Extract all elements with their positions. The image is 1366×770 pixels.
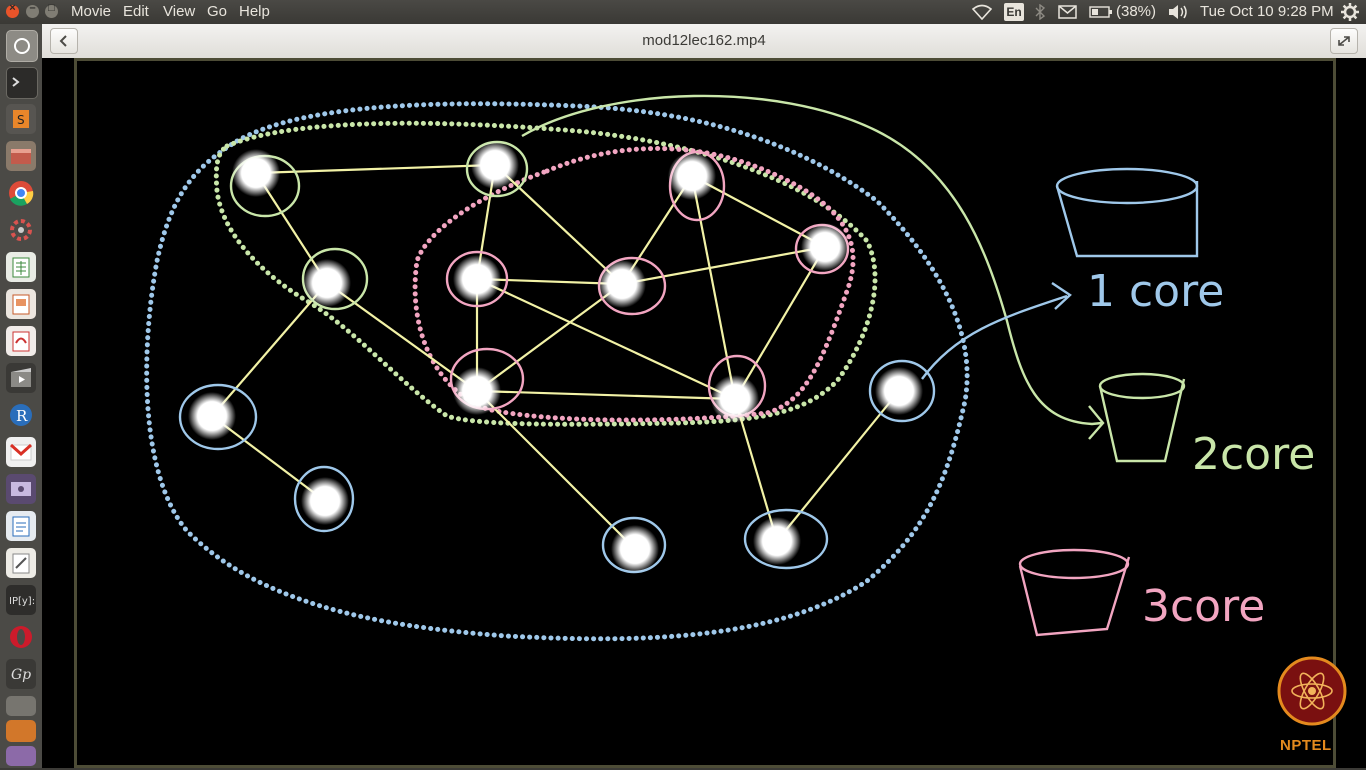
chrome-icon[interactable] [6,178,36,208]
input-method-indicator[interactable]: En [1004,3,1024,21]
close-window-button[interactable]: × [6,2,19,18]
spreadsheet-icon[interactable] [6,252,36,282]
dash-icon[interactable] [6,30,38,62]
core2-boundary [213,120,878,427]
menu-view[interactable]: View [163,3,196,20]
document-icon[interactable] [6,511,36,541]
text-editor-icon[interactable] [6,548,36,578]
presentation-icon[interactable] [6,289,36,319]
nptel-logo-icon [1277,656,1347,726]
screen-recorder-icon[interactable] [6,474,36,504]
core1-label: 1 core [1087,266,1224,317]
svg-text:R: R [16,407,28,425]
pdf-icon[interactable] [6,326,36,356]
fullscreen-button[interactable] [1330,28,1358,54]
graph-edges [211,163,900,550]
graph-nodes [188,141,923,573]
node [301,477,349,525]
maximize-window-button[interactable]: □ [45,2,58,18]
ipython-icon[interactable]: IP[y]: [6,585,36,615]
files-icon[interactable] [6,141,36,171]
volume-icon[interactable] [1167,4,1189,20]
disk-icon[interactable] [6,696,36,716]
svg-text:IP[y]:: IP[y]: [9,596,35,607]
core2-arrow [521,94,1105,440]
core3-label: 3core [1142,581,1265,632]
core1-arrow [921,282,1072,380]
svg-text:Gp: Gp [11,667,31,683]
launcher: S R IP[y]: Gp [0,24,43,768]
settings-icon[interactable] [6,215,36,245]
top-menu-bar: × – □ Movie Edit View Go Help En (38%) T… [0,0,1366,24]
terminal-icon[interactable] [6,67,38,99]
opera-icon[interactable] [6,622,36,652]
graph-drawing: 1 core 2core 3core [144,94,1315,642]
window-title-bar: mod12lec162.mp4 [42,24,1366,59]
gmail-icon[interactable] [6,437,36,467]
core3-boundary [412,146,856,423]
mail-icon[interactable] [1058,5,1078,19]
menu-movie[interactable]: Movie [71,3,112,20]
svg-text:S: S [17,113,25,127]
battery-icon[interactable] [1089,6,1113,18]
node [875,367,923,415]
clock[interactable]: Tue Oct 10 9:28 PM [1200,3,1334,20]
video-area[interactable]: 1 core 2core 3core NPTEL [42,58,1366,768]
minimize-window-button[interactable]: – [26,2,39,18]
fullscreen-icon [1338,36,1350,46]
node [668,152,716,200]
gp-icon[interactable]: Gp [6,659,36,689]
archive-icon[interactable] [6,746,36,766]
core3-bucket [1018,548,1131,637]
menu-go[interactable]: Go [207,3,228,20]
core1-bucket [1055,167,1199,258]
core2-label: 2core [1192,429,1315,480]
core1-boundary [144,101,970,642]
node [471,141,519,189]
system-gear-icon[interactable] [1341,3,1359,21]
node [753,517,801,565]
r-icon[interactable]: R [6,400,36,430]
node [188,392,236,440]
node [232,149,280,197]
software-icon[interactable] [6,720,36,742]
node [303,259,351,307]
chevron-left-icon [59,35,67,47]
nptel-logo-text: NPTEL [1280,737,1332,754]
node [801,223,849,271]
node [711,375,759,423]
node [598,260,646,308]
menu-help[interactable]: Help [239,3,270,20]
node [453,255,501,303]
wifi-icon[interactable] [972,4,992,20]
window-title: mod12lec162.mp4 [642,32,766,49]
node [611,525,659,573]
node [453,367,501,415]
menu-edit[interactable]: Edit [123,3,149,20]
sublime-icon[interactable]: S [6,104,36,134]
battery-percentage[interactable]: (38%) [1116,3,1157,20]
core2-bucket [1098,372,1186,463]
bluetooth-icon[interactable] [1034,4,1046,20]
back-button[interactable] [50,28,78,54]
lecture-board: 1 core 2core 3core NPTEL [74,58,1347,768]
video-player-icon[interactable] [6,363,36,393]
